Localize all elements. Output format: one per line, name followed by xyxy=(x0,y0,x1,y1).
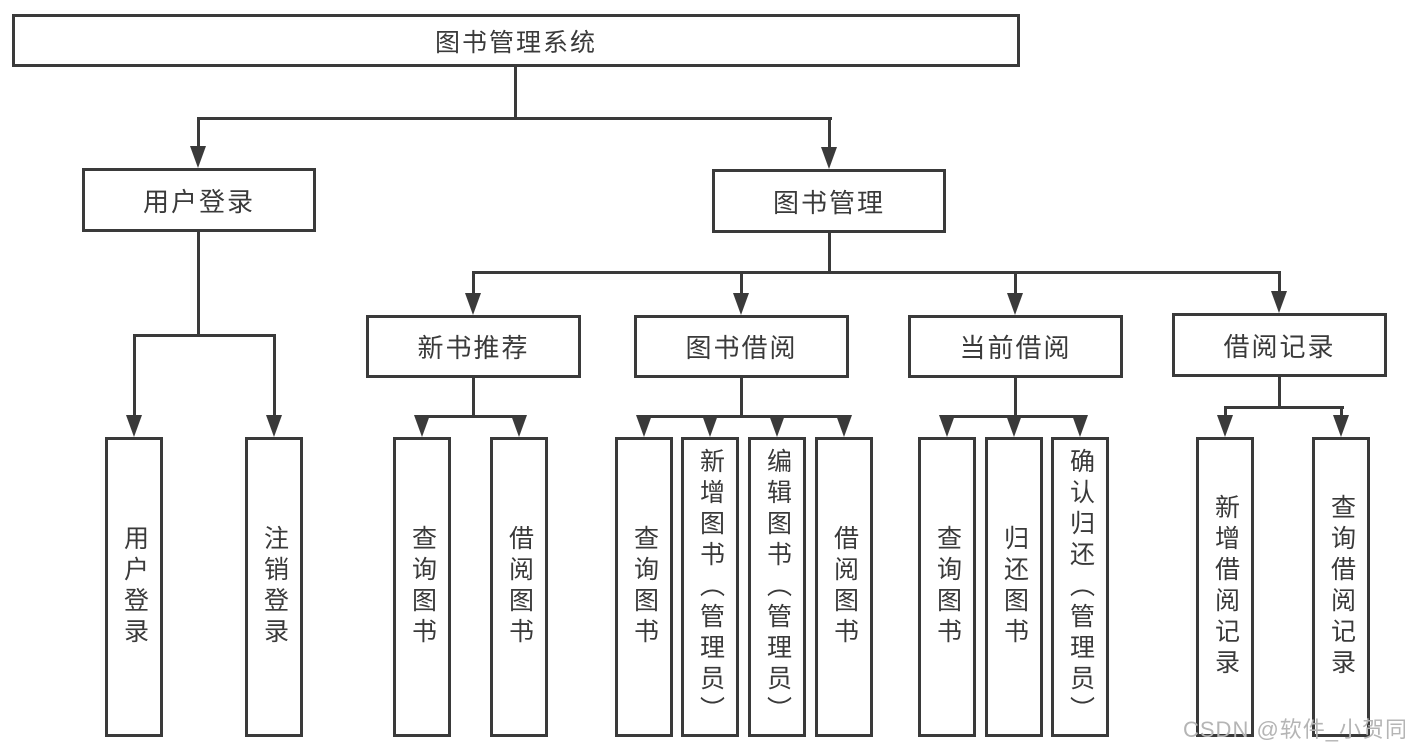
leaf-borrow-book-recommend: 借阅图书 xyxy=(490,437,548,737)
csdn-watermark: CSDN @软件_小贺同学 xyxy=(1183,717,1405,742)
leaf-add-book-admin: 新增图书（管理员） xyxy=(681,437,739,737)
node-current-borrow-label: 当前借阅 xyxy=(959,333,1072,363)
leaf-label: 用户登录 xyxy=(120,525,149,649)
edge-book-borrow-drop xyxy=(740,271,743,296)
arrowhead-leaf-borrow-book-1 xyxy=(511,415,527,437)
leaf-confirm-return-admin: 确认归还（管理员） xyxy=(1051,437,1109,737)
edge-borrow-records-drop xyxy=(1278,271,1281,293)
arrowhead-leaf-edit-book xyxy=(769,415,785,437)
leaf-query-borrow-record: 查询借阅记录 xyxy=(1312,437,1370,737)
leaf-add-borrow-record: 新增借阅记录 xyxy=(1196,437,1254,737)
node-new-book-recommend: 新书推荐 xyxy=(366,315,581,378)
arrowhead-leaf-confirm-return xyxy=(1072,415,1088,437)
edge-root-stem xyxy=(514,67,517,118)
leaf-label: 查询借阅记录 xyxy=(1327,494,1356,680)
leaf-label: 新增图书（管理员） xyxy=(696,447,725,727)
edge-borrow-records-stem xyxy=(1278,377,1281,409)
node-book-borrow: 图书借阅 xyxy=(634,315,849,378)
node-book-borrow-label: 图书借阅 xyxy=(685,333,798,363)
edge-book-borrow-bus xyxy=(643,415,847,418)
leaf-label: 借阅图书 xyxy=(505,525,534,649)
edge-book-borrow-stem xyxy=(740,378,743,418)
arrowhead-leaf-query-book-2 xyxy=(636,415,652,437)
arrowhead-leaf-add-record xyxy=(1217,415,1233,437)
arrowhead-user-login xyxy=(190,146,206,168)
leaf-query-book-borrow: 查询图书 xyxy=(615,437,673,737)
edge-borrow-records-bus xyxy=(1224,406,1344,409)
node-borrow-records: 借阅记录 xyxy=(1172,313,1387,377)
leaf-label: 查询图书 xyxy=(630,525,659,649)
node-book-management-label: 图书管理 xyxy=(772,187,885,218)
arrowhead-new-book xyxy=(465,293,481,315)
arrowhead-leaf-query-book-1 xyxy=(414,415,430,437)
leaf-return-book: 归还图书 xyxy=(985,437,1043,737)
leaf-borrow-book: 借阅图书 xyxy=(815,437,873,737)
leaf-label: 归还图书 xyxy=(1000,525,1029,649)
arrowhead-leaf-return-book xyxy=(1006,415,1022,437)
arrowhead-leaf-borrow-book-2 xyxy=(836,415,852,437)
edge-user-login-stem xyxy=(197,232,200,337)
node-root-label: 图书管理系统 xyxy=(434,28,597,57)
edge-user-login-bus xyxy=(133,334,276,337)
edge-current-borrow-drop xyxy=(1014,271,1017,296)
leaf-query-book-current: 查询图书 xyxy=(918,437,976,737)
leaf-label: 注销登录 xyxy=(260,525,289,649)
leaf-label: 查询图书 xyxy=(933,525,962,649)
arrowhead-leaf-add-book xyxy=(702,415,718,437)
node-book-management: 图书管理 xyxy=(712,169,946,233)
arrowhead-book-borrow xyxy=(733,293,749,315)
node-user-login: 用户登录 xyxy=(82,168,316,232)
leaf-query-book-recommend: 查询图书 xyxy=(393,437,451,737)
arrowhead-leaf-query-record xyxy=(1333,415,1349,437)
arrowhead-leaf-logout xyxy=(266,415,282,437)
edge-new-book-bus xyxy=(421,415,522,418)
arrowhead-leaf-login xyxy=(126,415,142,437)
leaf-label: 借阅图书 xyxy=(830,525,859,649)
leaf-label: 编辑图书（管理员） xyxy=(763,447,792,727)
edge-book-management-stem xyxy=(828,233,831,274)
leaf-label: 查询图书 xyxy=(408,525,437,649)
edge-new-book-stem xyxy=(472,378,475,418)
node-root: 图书管理系统 xyxy=(12,14,1020,67)
leaf-label: 新增借阅记录 xyxy=(1211,494,1240,680)
arrowhead-borrow-records xyxy=(1271,291,1287,313)
edge-leaf-login-drop xyxy=(133,334,136,418)
edge-leaf-add-record-drop xyxy=(1224,406,1227,418)
arrowhead-current-borrow xyxy=(1007,293,1023,315)
edge-current-borrow-stem xyxy=(1014,378,1017,418)
leaf-logout: 注销登录 xyxy=(245,437,303,737)
node-borrow-records-label: 借阅记录 xyxy=(1223,331,1336,362)
edge-user-login-drop xyxy=(197,117,200,149)
edge-new-book-drop xyxy=(472,271,475,296)
node-user-login-label: 用户登录 xyxy=(142,186,255,217)
edge-leaf-query-record-drop xyxy=(1340,406,1343,418)
leaf-label: 确认归还（管理员） xyxy=(1066,447,1095,727)
edge-leaf-logout-drop xyxy=(273,334,276,418)
node-current-borrow: 当前借阅 xyxy=(908,315,1123,378)
edge-level3-bus xyxy=(472,271,1281,274)
node-new-book-recommend-label: 新书推荐 xyxy=(417,333,530,363)
edge-level2-bus xyxy=(197,117,832,120)
leaf-edit-book-admin: 编辑图书（管理员） xyxy=(748,437,806,737)
arrowhead-leaf-query-book-3 xyxy=(939,415,955,437)
arrowhead-book-management xyxy=(821,147,837,169)
leaf-user-login: 用户登录 xyxy=(105,437,163,737)
edge-book-management-drop xyxy=(828,117,831,150)
